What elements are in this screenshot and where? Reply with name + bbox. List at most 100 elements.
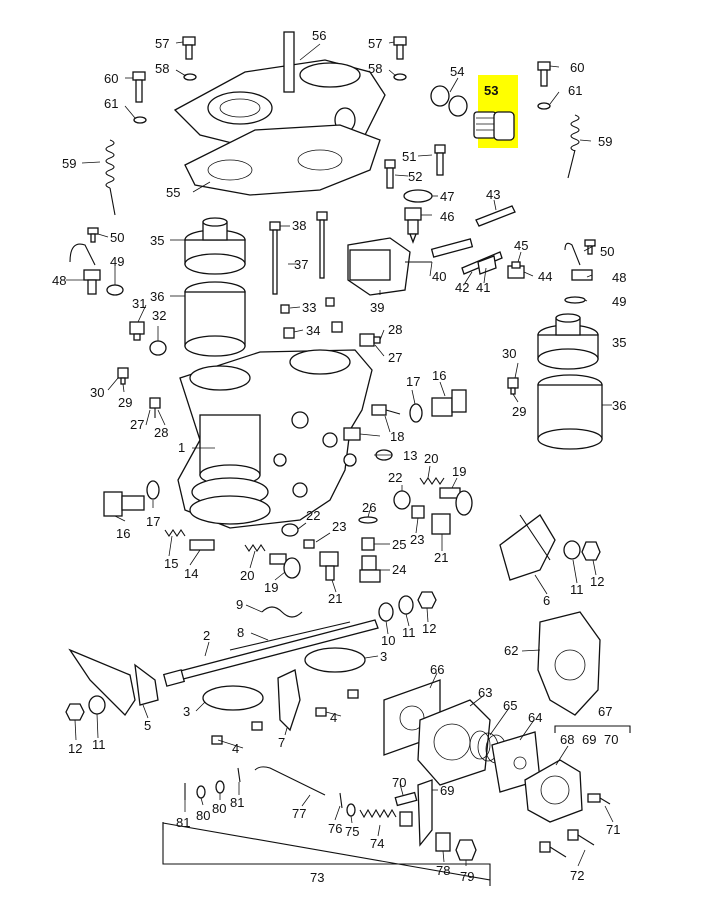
bracket-73-frame bbox=[162, 822, 491, 880]
washer-61-right bbox=[537, 102, 551, 110]
label-62: 62 bbox=[504, 643, 518, 658]
gasket-49-right bbox=[564, 296, 586, 304]
carburetor-body-1 bbox=[177, 349, 373, 529]
pin-70 bbox=[394, 791, 418, 807]
jet-23-right bbox=[411, 505, 425, 519]
spring-59-right bbox=[567, 114, 580, 179]
screw-37-38-a bbox=[269, 221, 281, 295]
label-54: 54 bbox=[450, 64, 464, 79]
label-12-right: 12 bbox=[590, 574, 604, 589]
label-57-right: 57 bbox=[368, 36, 382, 51]
label-31: 31 bbox=[132, 296, 146, 311]
throttle-plate-3-left bbox=[202, 685, 264, 711]
label-58-left: 58 bbox=[155, 61, 169, 76]
valve-46 bbox=[404, 207, 422, 244]
washer-22-mid bbox=[281, 523, 299, 537]
label-22-right: 22 bbox=[388, 470, 402, 485]
jet-21-mid bbox=[319, 551, 339, 581]
label-58-right: 58 bbox=[368, 61, 382, 76]
label-18: 18 bbox=[390, 429, 404, 444]
nut-12-right bbox=[581, 541, 601, 561]
label-23-mid: 23 bbox=[332, 519, 346, 534]
bracket-69 bbox=[417, 779, 433, 847]
label-51: 51 bbox=[402, 149, 416, 164]
jet-29-30-right bbox=[507, 377, 519, 395]
air-horn-35-left bbox=[184, 217, 246, 275]
label-68: 68 bbox=[560, 732, 574, 747]
label-35-right: 35 bbox=[612, 335, 626, 350]
label-40: 40 bbox=[432, 269, 446, 284]
label-70-bottom: 70 bbox=[392, 775, 406, 790]
label-80-right: 80 bbox=[212, 801, 226, 816]
screw-72b bbox=[539, 841, 567, 858]
jet-31 bbox=[129, 321, 145, 341]
label-55: 55 bbox=[166, 185, 180, 200]
label-34: 34 bbox=[306, 323, 320, 338]
pin-81-80-set bbox=[184, 767, 241, 800]
label-19-mid: 19 bbox=[264, 580, 278, 595]
washer-11-mid bbox=[398, 595, 414, 615]
label-42: 42 bbox=[455, 280, 469, 295]
jet-48-left bbox=[69, 243, 101, 295]
label-63: 63 bbox=[478, 685, 492, 700]
bracket-67 bbox=[554, 725, 631, 733]
label-66: 66 bbox=[430, 662, 444, 677]
label-61-left: 61 bbox=[104, 96, 118, 111]
screw-50-right bbox=[584, 239, 596, 255]
jet-21-right bbox=[431, 513, 451, 535]
pump-cover-62 bbox=[537, 611, 601, 716]
label-27-lower: 27 bbox=[130, 417, 144, 432]
jet-33 bbox=[280, 297, 335, 314]
air-filter-36-left bbox=[184, 281, 246, 357]
washer-58-left bbox=[183, 73, 197, 81]
spring-59-left bbox=[105, 139, 116, 216]
label-29-right: 29 bbox=[512, 404, 526, 419]
gasket-49-left bbox=[106, 284, 124, 296]
label-59-right: 59 bbox=[598, 134, 612, 149]
label-57-left: 57 bbox=[155, 36, 169, 51]
label-60-right: 60 bbox=[570, 60, 584, 75]
screw-71 bbox=[587, 793, 611, 805]
label-15: 15 bbox=[164, 556, 178, 571]
label-37: 37 bbox=[294, 257, 308, 272]
label-20-mid: 20 bbox=[240, 568, 254, 583]
washer-11-left bbox=[88, 695, 106, 715]
jet-34 bbox=[283, 321, 343, 339]
label-44: 44 bbox=[538, 269, 552, 284]
jet-27-28-lower bbox=[149, 397, 161, 418]
shaft-8 bbox=[229, 621, 351, 651]
washer-17-left bbox=[146, 480, 160, 500]
washer-11-right bbox=[563, 540, 581, 560]
ring-54b bbox=[448, 95, 468, 117]
label-46: 46 bbox=[440, 209, 454, 224]
washer-22-right bbox=[393, 490, 411, 510]
screw-18 bbox=[371, 404, 401, 416]
label-38: 38 bbox=[292, 218, 306, 233]
label-19-right: 19 bbox=[452, 464, 466, 479]
jet-18b bbox=[343, 427, 361, 441]
part-53-plug bbox=[473, 111, 515, 141]
label-41: 41 bbox=[476, 280, 490, 295]
label-6: 6 bbox=[543, 593, 550, 608]
fitting-16-right bbox=[431, 389, 467, 417]
label-71: 71 bbox=[606, 822, 620, 837]
part-78 bbox=[435, 832, 451, 852]
label-10-left: 10 bbox=[381, 633, 395, 648]
housing-63 bbox=[417, 699, 491, 786]
washer-10 bbox=[378, 602, 394, 622]
throttle-shaft-2 bbox=[162, 619, 379, 687]
label-9: 9 bbox=[236, 597, 243, 612]
label-69-bottom: 69 bbox=[440, 783, 454, 798]
label-11-mid: 11 bbox=[402, 625, 416, 640]
spring-9 bbox=[261, 606, 303, 618]
label-39: 39 bbox=[370, 300, 384, 315]
label-20-right: 20 bbox=[424, 451, 438, 466]
screw-57-left bbox=[182, 36, 196, 60]
screw-51 bbox=[434, 144, 446, 176]
screw-60-right bbox=[537, 61, 551, 87]
label-22-mid: 22 bbox=[306, 508, 320, 523]
label-53: 53 bbox=[484, 83, 498, 98]
label-14: 14 bbox=[184, 566, 198, 581]
screw-57-right bbox=[393, 36, 407, 60]
lever-6 bbox=[499, 514, 556, 581]
